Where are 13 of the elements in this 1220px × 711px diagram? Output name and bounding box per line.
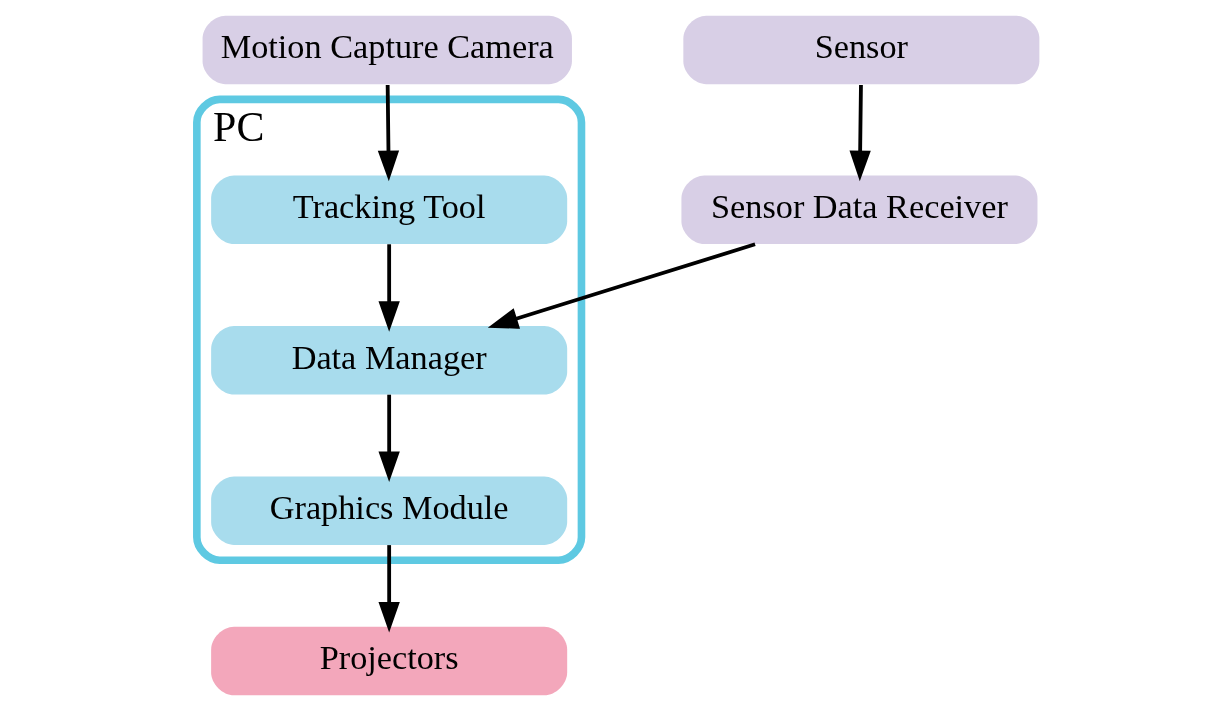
node-box: Sensor (682, 15, 1039, 85)
arrow (487, 242, 756, 329)
node-box: Graphics Module (210, 476, 567, 545)
arrow (377, 545, 400, 633)
node-box: Data Manager (210, 326, 567, 395)
node-box: Projectors (210, 626, 567, 696)
node-box: Motion Capture Camera (202, 15, 572, 85)
arrow (848, 84, 871, 182)
arrow (377, 244, 400, 332)
node-box: Tracking Tool (210, 175, 567, 245)
arrow (377, 84, 399, 182)
node-box: Sensor Data Receiver (680, 175, 1037, 245)
arrow (377, 394, 400, 483)
